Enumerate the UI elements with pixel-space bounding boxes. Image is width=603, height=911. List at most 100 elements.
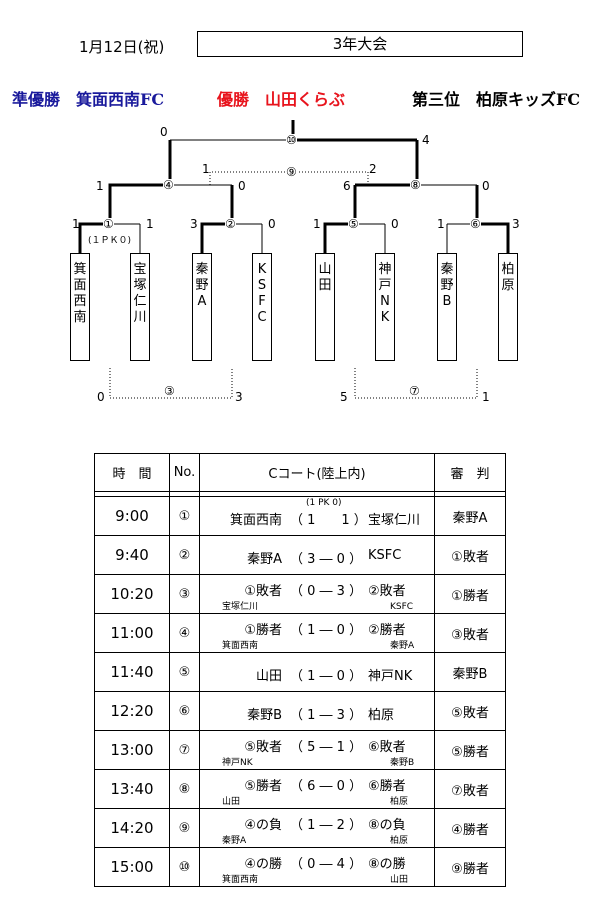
match-number: ⑩ <box>286 133 297 147</box>
score: 1 <box>146 217 154 231</box>
match-score: （ 0 ― 3 ） <box>290 584 363 599</box>
score: 1 <box>482 390 490 404</box>
cell-no: ⑩ <box>169 847 200 887</box>
score: 6 <box>343 179 351 193</box>
match-right-team: 柏原 <box>368 708 395 723</box>
cell-no: ⑥ <box>169 691 200 731</box>
runner-up-result: 準優勝 箕面西南FC <box>12 90 165 109</box>
match-score: （ 1 ― 2 ） <box>290 818 363 833</box>
score: 1 <box>96 179 104 193</box>
match-number: ⑧ <box>410 178 421 192</box>
cell-no: ⑤ <box>169 652 200 692</box>
match-number: ⑥ <box>470 217 481 231</box>
third-place-result: 第三位 柏原キッズFC <box>412 90 581 109</box>
match-right-sub: 柏原 <box>390 836 409 846</box>
cell-time: 13:40 <box>94 769 170 809</box>
score: 0 <box>160 125 168 139</box>
score: 4 <box>422 133 430 147</box>
match-right-team: KSFC <box>368 548 402 563</box>
match-right-sub: 柏原 <box>390 797 409 807</box>
cell-referee: ③敗者 <box>434 613 506 653</box>
match-left-team: 山田 <box>255 669 282 684</box>
table-header-row: 時 間 No. Cコート(陸上内) 審 判 <box>94 453 506 492</box>
bracket-lines <box>78 120 510 399</box>
cell-match: ①勝者（ 1 ― 0 ）②勝者箕面西南秦野A <box>199 613 435 653</box>
match-left-sub: 箕面西南 <box>222 875 259 885</box>
match-number: ⑤ <box>348 217 359 231</box>
match-left-sub: 箕面西南 <box>222 641 259 651</box>
cell-referee: 秦野A <box>434 496 506 536</box>
pk-note: (1 PK 0) <box>306 498 342 508</box>
cell-match: 秦野A （ 3 ― 0 ） KSFC <box>199 535 435 575</box>
cell-referee: 秦野B <box>434 652 506 692</box>
cell-no: ⑨ <box>169 808 200 848</box>
header-time: 時 間 <box>94 453 170 492</box>
match-right-team: 神戸NK <box>368 669 413 684</box>
match-left-sub: 神戸NK <box>222 758 253 768</box>
match-score: （ 1 1 ） <box>290 513 367 528</box>
match-number: ② <box>225 217 236 231</box>
cell-time: 9:00 <box>94 496 170 536</box>
match-number: ⑦ <box>409 384 420 398</box>
match-score: （ 1 ― 3 ） <box>290 708 363 723</box>
cell-time: 11:00 <box>94 613 170 653</box>
match-score: （ 3 ― 0 ） <box>290 552 363 567</box>
match-left-sub: 山田 <box>222 797 241 807</box>
team-box: 箕面西南 <box>70 253 90 361</box>
cell-no: ② <box>169 535 200 575</box>
match-number: ③ <box>164 384 175 398</box>
cell-time: 13:00 <box>94 730 170 770</box>
cell-referee: ⑦敗者 <box>434 769 506 809</box>
header-court: Cコート(陸上内) <box>199 453 435 492</box>
match-right-sub: KSFC <box>390 602 414 612</box>
match-left-team: ①勝者 <box>244 623 282 638</box>
match-score: （ 1 ― 0 ） <box>290 623 363 638</box>
match-left-team: ⑤勝者 <box>244 779 282 794</box>
match-right-sub: 秦野B <box>390 758 415 768</box>
score: 3 <box>190 217 198 231</box>
score: 3 <box>512 217 520 231</box>
team-box: 柏原 <box>498 253 518 361</box>
cell-time: 14:20 <box>94 808 170 848</box>
match-left-team: 秦野B <box>247 708 282 723</box>
score: 0 <box>238 179 246 193</box>
match-score: （ 1 ― 0 ） <box>290 669 363 684</box>
cell-time: 10:20 <box>94 574 170 614</box>
match-score: （ 0 ― 4 ） <box>290 857 363 872</box>
match-right-sub: 秦野A <box>390 641 415 651</box>
team-box: 宝塚仁川 <box>130 253 150 361</box>
cell-time: 9:40 <box>94 535 170 575</box>
score: 1 <box>313 217 321 231</box>
match-left-team: ④の負 <box>244 818 282 833</box>
match-left-team: ①敗者 <box>244 584 282 599</box>
cell-time: 11:40 <box>94 652 170 692</box>
match-left-team: 箕面西南 <box>229 513 282 528</box>
tournament-date: 1月12日(祝) <box>79 38 165 56</box>
cell-no: ⑧ <box>169 769 200 809</box>
match-left-team: ④の勝 <box>244 857 282 872</box>
winner-result: 優勝 山田くらぶ <box>217 90 346 109</box>
score: 3 <box>235 390 243 404</box>
cell-referee: ⑤敗者 <box>434 691 506 731</box>
cell-no: ③ <box>169 574 200 614</box>
match-number: ④ <box>163 178 174 192</box>
match-left-sub: 宝塚仁川 <box>222 602 259 612</box>
match-left-team: 秦野A <box>247 552 282 567</box>
event-title: 3年大会 <box>197 31 523 57</box>
cell-time: 15:00 <box>94 847 170 887</box>
